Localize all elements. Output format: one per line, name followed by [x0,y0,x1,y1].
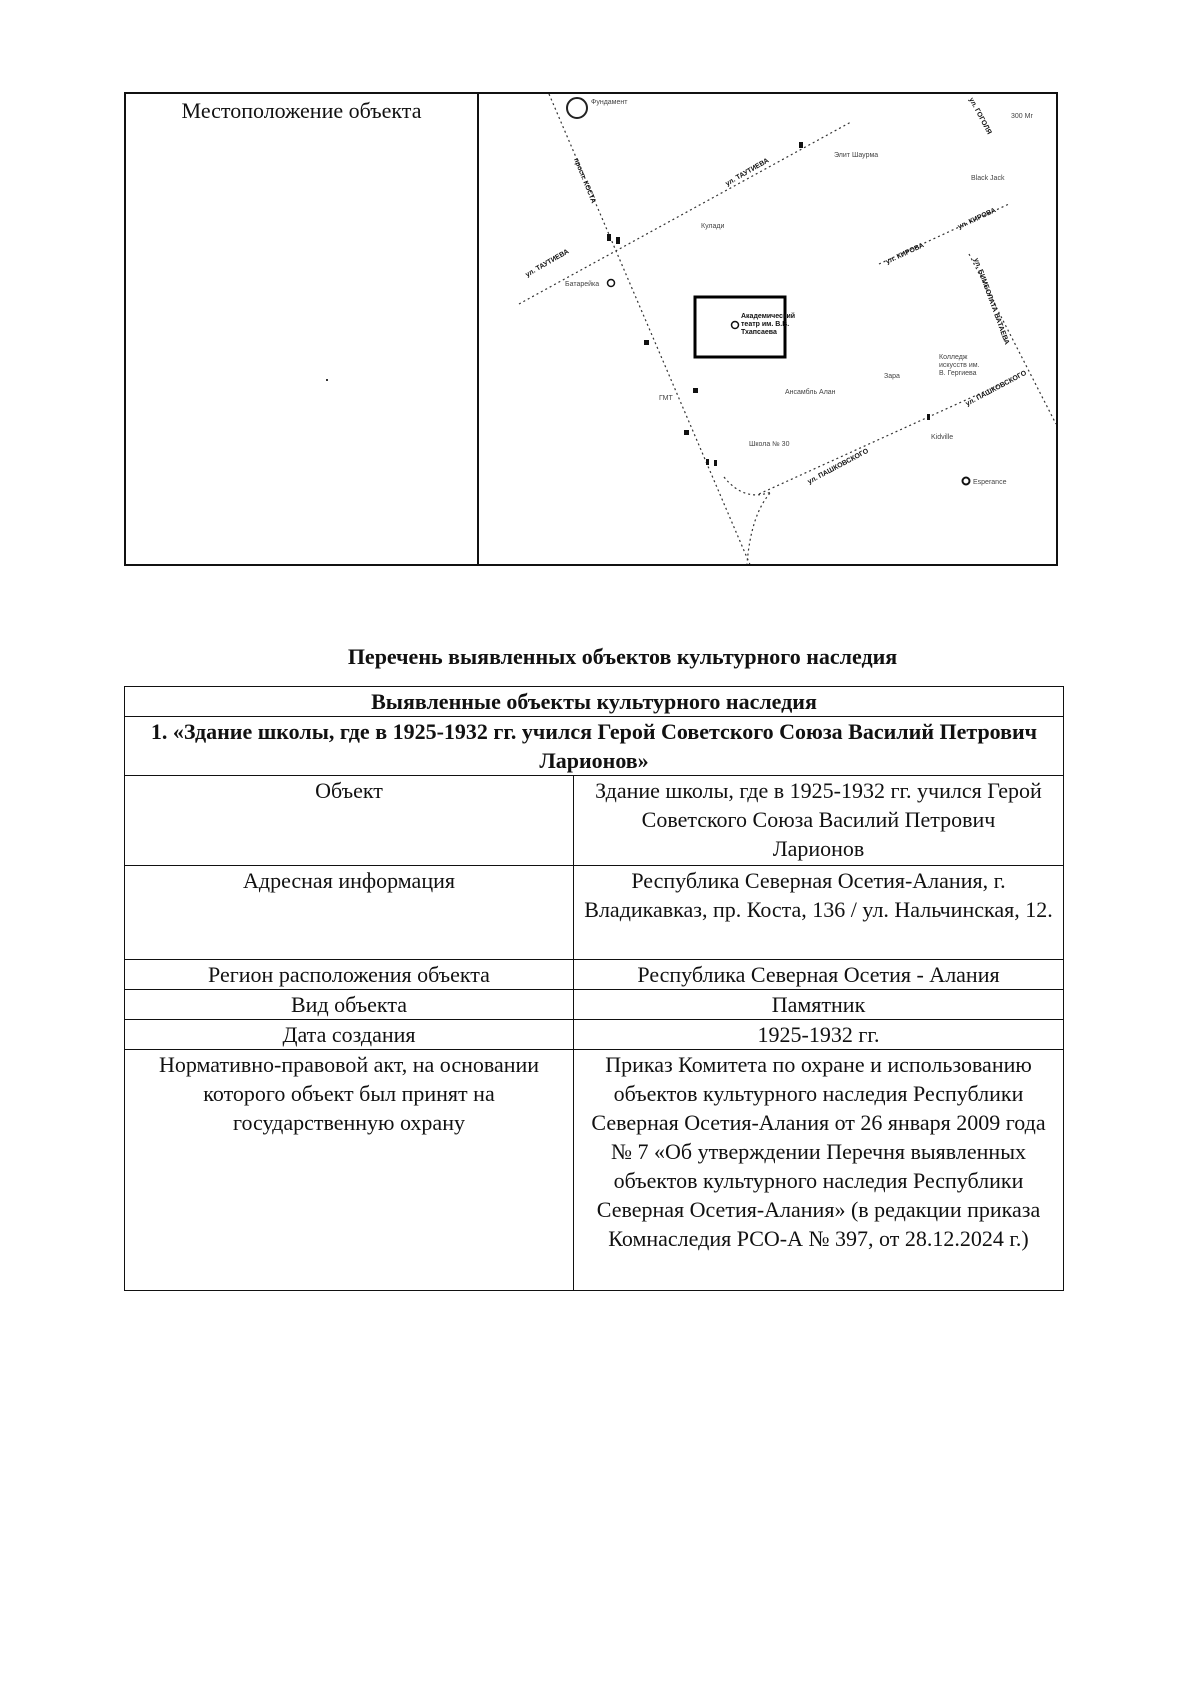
street-kirova: ул. КИРОВА [885,242,925,266]
bus-stop-icon [616,237,620,244]
street-tautieva: ул. ТАУТИЕВА [525,248,571,278]
row-label: Объект [124,775,574,866]
label-college: искусств им. [939,362,980,369]
row-value: Республика Северная Осетия - Алания [573,959,1064,990]
row-label: Дата создания [124,1019,574,1050]
label-kidville: Kidville [931,434,953,441]
row-value: Здание школы, где в 1925-1932 гг. учился… [573,775,1064,866]
street-gogol: ул. ГОГОЛЯ [967,97,992,136]
bus-stop-icon [927,414,930,420]
bus-stop-icon [607,234,611,241]
location-label-text: Местоположение объекта [181,98,422,123]
road-vataeva [968,253,1056,425]
location-map: ул. ГОГОЛЯ просп. КОСТА ул. ТАУТИЕВА ул.… [479,94,1056,564]
bus-stop-icon [706,459,709,465]
label-gmt: ГМТ [659,395,673,402]
label-batareika: Батарейка [565,280,599,288]
label-kuladi: Кулади [701,223,724,230]
bus-stop-icon [644,340,649,345]
road-curve [723,476,772,564]
table-header: Выявленные объекты культурного наследия [124,686,1064,717]
road-kirova [878,203,1010,265]
dot-mark [326,379,328,381]
row-value: 1925-1932 гг. [573,1019,1064,1050]
row-label: Регион расположения объекта [124,959,574,990]
label-theatre: Тхапсаева [741,329,777,336]
street-tautieva: ул. ТАУТИЕВА [725,157,771,187]
row-label: Адресная информация [124,865,574,960]
place-icon [961,476,971,486]
row-value: Памятник [573,989,1064,1020]
label-college: В. Гергиева [939,370,977,377]
label-theatre: театр им. В.В. [741,321,789,328]
road-kosta [548,94,751,564]
label-esperance: Esperance [973,479,1007,486]
row-value: Республика Северная Осетия-Алания, г. Вл… [573,865,1064,960]
place-icon [606,278,616,288]
object-location-box [693,295,787,359]
location-label: Местоположение объекта [126,94,479,564]
item-title: 1. «Здание школы, где в 1925-1932 гг. уч… [124,716,1064,776]
label-blackjack: Black Jack [971,175,1005,182]
place-icon [730,320,740,330]
row-label: Вид объекта [124,989,574,1020]
label-theatre: Академический [741,312,795,320]
label-alan: Ансамбль Алан [785,388,836,396]
location-table: Местоположение объекта ул. ГОГОЛЯ просп.… [124,92,1058,566]
table-header-row: Выявленные объекты культурного наследия [124,686,1064,717]
label-dist: 300 Mr [1011,113,1033,120]
street-vataeva: ул. БИМБОЛАТА ВАТАЕВА [972,257,1010,345]
label-school: Школа № 30 [749,441,790,448]
label-shaurma: Элит Шаурма [834,152,878,159]
table-row: Нормативно-правовой акт, на основании ко… [124,1049,1064,1291]
street-kirova: ул. КИРОВА [957,207,997,231]
street-pashkovskogo: ул. ПАШКОВСКОГО [807,447,871,485]
list-title: Перечень выявленных объектов культурного… [347,644,898,669]
heritage-table: Выявленные объекты культурного наследия … [124,686,1064,1291]
label-zara: Зара [884,373,900,380]
road-tautieva [518,121,852,305]
bus-stop-icon [799,142,803,148]
row-label: Нормативно-правовой акт, на основании ко… [124,1049,574,1291]
row-value: Приказ Комитета по охране и использовани… [573,1049,1064,1291]
street-kosta: просп. КОСТА [572,157,597,204]
table-item-row: 1. «Здание школы, где в 1925-1932 гг. уч… [124,716,1064,776]
label-fundament: Фундамент [591,99,628,106]
label-college: Колледж [939,354,968,361]
bus-stop-icon [693,388,698,393]
bus-stop-icon [684,430,689,435]
place-icon [566,97,588,119]
bus-stop-icon [714,460,717,466]
road-pashkovskogo [758,383,1002,495]
